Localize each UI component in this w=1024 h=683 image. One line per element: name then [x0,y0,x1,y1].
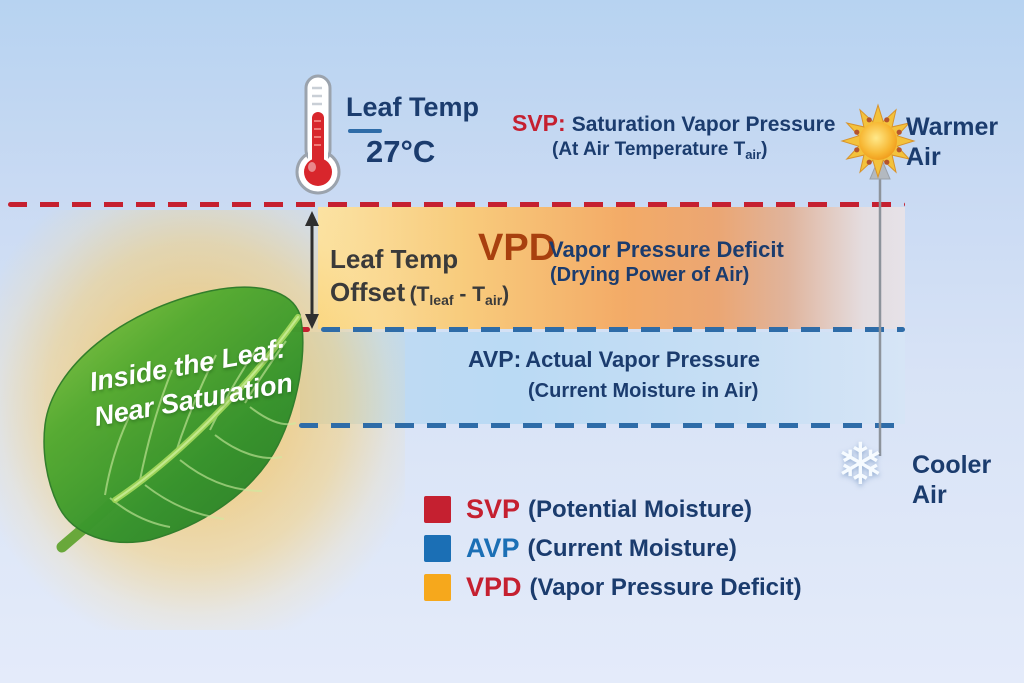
offset-word: Offset [330,277,406,307]
avp-note: (Current Moisture in Air) [528,380,759,402]
vpd-gradient-band [318,207,905,329]
offset-sub-leaf: leaf [429,292,454,308]
svp-swatch [424,496,451,523]
legend: SVP (Potential Moisture) AVP (Current Mo… [424,494,802,613]
legend-vpd-desc: (Vapor Pressure Deficit) [529,573,802,601]
offset-formula: (Tleaf - Tair) [409,283,510,308]
vpd-abbr: VPD [478,227,557,269]
svp-note: (At Air Temperature Tair) [552,139,767,162]
leaf-temp-underline [348,129,382,133]
offset-sub-air: air [485,292,503,308]
leaf-temp-offset-label: Leaf Temp Offset (Tleaf - Tair) [330,243,509,317]
legend-avp-abbr: AVP [466,533,520,563]
svp-note-text: (At Air Temperature T [552,139,746,160]
svp-abbr: SVP: [512,110,566,136]
leaf-icon [43,286,304,553]
vpd-note: (Drying Power of Air) [550,264,750,286]
svp-dashed-line [8,202,905,207]
offset-double-arrow-icon [305,211,319,329]
offset-formula-open: (T [409,283,430,306]
legend-avp-desc: (Current Moisture) [527,534,737,562]
leaf-temp-label: Leaf Temp [346,92,480,122]
legend-row-avp: AVP (Current Moisture) [424,533,802,563]
svp-note-close: ) [761,139,768,160]
legend-row-svp: SVP (Potential Moisture) [424,494,802,524]
avp-abbr: AVP: [468,346,522,372]
svp-title: Saturation Vapor Pressure [571,113,836,136]
svp-note-subscript: air [745,147,762,162]
avp-definition: AVP:Actual Vapor Pressure [468,346,760,373]
offset-minus: - T [453,283,486,306]
airflow-up-arrow-icon [869,153,891,456]
vpd-title: Vapor Pressure Deficit [549,237,784,262]
legend-row-vpd: VPD (Vapor Pressure Deficit) [424,572,802,602]
avp-lower-dashed-line [299,423,905,428]
avp-swatch [424,535,451,562]
leaf-temp-value: 27°C [366,134,436,169]
legend-vpd-abbr: VPD [466,572,522,602]
vpd-swatch [424,574,451,601]
svp-definition: SVP:Saturation Vapor Pressure [512,110,835,137]
thermometer-icon [295,74,341,195]
avp-upper-dashed-line [321,327,905,332]
cooler-air-label: Cooler Air [912,451,992,509]
offset-formula-close: ) [502,283,510,306]
offset-line1: Leaf Temp [330,244,459,274]
sun-icon [840,103,916,179]
legend-svp-abbr: SVP [466,494,521,524]
offset-line2: Offset (Tleaf - Tair) [330,276,509,317]
legend-svp-desc: (Potential Moisture) [528,495,753,523]
snowflake-icon: ❄ [836,432,885,497]
warmer-air-label: Warmer Air [906,113,999,171]
avp-title: Actual Vapor Pressure [525,347,761,372]
